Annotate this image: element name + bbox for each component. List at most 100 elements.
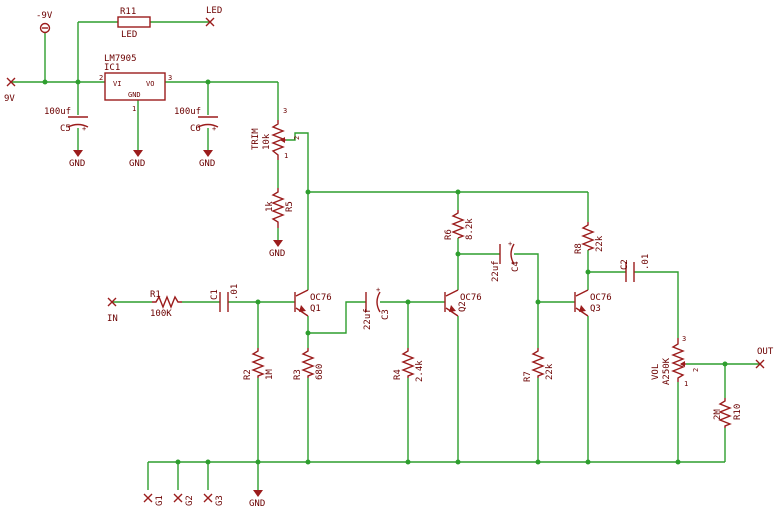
port-led[interactable]: LED	[205, 6, 222, 27]
ic1-vo: VO	[146, 80, 154, 88]
resistor-r10: 2M R10	[713, 398, 743, 428]
g1-label: G1	[155, 495, 165, 506]
r3-ref: R3	[293, 369, 303, 380]
r6-value: 8.2k	[465, 218, 475, 240]
resistor-r7: R7 22k	[523, 348, 555, 382]
capacitor-c5: + 100uf C5	[44, 107, 89, 134]
c4-ref: C4	[511, 261, 521, 272]
port-g1[interactable]: G1	[143, 493, 165, 506]
gnd-symbol-main: GND	[249, 490, 265, 509]
svg-text:+: +	[212, 125, 216, 133]
trimpot-trim: TRIM 10k 3 1 2	[251, 107, 301, 160]
potentiometer-vol: VOL A250K 3 1 2	[651, 335, 700, 388]
transistor-q2: OC76 Q2	[444, 289, 482, 317]
svg-text:+: +	[376, 286, 380, 294]
resistor-r1: R1 100K	[150, 290, 182, 319]
resistor-r11: R11 LED	[117, 7, 151, 40]
g2-label: G2	[185, 495, 195, 506]
r4-ref: R4	[393, 369, 403, 380]
q3-ref: Q3	[590, 304, 601, 314]
port-9v-input[interactable]: 9V	[4, 77, 16, 104]
led-port-label: LED	[206, 6, 222, 16]
c3-value: 22uf	[363, 308, 373, 330]
r5-ref: R5	[285, 201, 295, 212]
q1-part: OC76	[310, 293, 332, 303]
ic1-pin2: 2	[99, 74, 103, 82]
svg-text:GND: GND	[69, 159, 85, 169]
trim-pin2: 2	[293, 136, 301, 140]
q2-part: OC76	[460, 293, 482, 303]
trim-pin3: 3	[283, 107, 287, 115]
out-port-label: OUT	[757, 347, 774, 357]
resistor-r5: 1k R5	[265, 188, 295, 228]
c6-value: 100uf	[174, 107, 201, 117]
junctions	[42, 79, 728, 465]
vol-pin2: 2	[692, 368, 700, 372]
svg-text:+: +	[508, 240, 512, 248]
vol-pin3: 3	[682, 335, 686, 343]
trim-ref: TRIM	[251, 128, 261, 150]
r7-value: 22k	[545, 363, 555, 380]
r2-ref: R2	[243, 369, 253, 380]
ic1-pin1: 1	[132, 105, 136, 113]
r7-ref: R7	[523, 371, 533, 382]
vol-value: A250K	[662, 357, 672, 385]
gnd-symbol-ic1: GND	[129, 150, 145, 169]
resistor-r4: R4 2.4k	[393, 348, 425, 382]
r5-value: 1k	[265, 201, 275, 212]
c2-ref: C2	[620, 259, 630, 270]
c1-ref: C1	[210, 289, 220, 300]
trim-value: 10k	[262, 133, 272, 150]
r2-value: 1M	[265, 369, 275, 380]
in9v-label: 9V	[4, 94, 15, 104]
port-g3[interactable]: G3	[203, 493, 225, 506]
q3-part: OC76	[590, 293, 612, 303]
ic1-ref: IC1	[104, 63, 120, 73]
port-in[interactable]: IN	[107, 297, 118, 324]
capacitor-c3: + 22uf C3	[363, 286, 391, 330]
c2-value: .01	[641, 254, 651, 270]
r11-ref: R11	[120, 7, 136, 17]
port-g2[interactable]: G2	[173, 493, 195, 506]
resistor-r3: R3 680	[293, 348, 325, 380]
vol-ref: VOL	[651, 364, 661, 380]
c6-ref: C6	[190, 124, 201, 134]
trim-pin1: 1	[284, 152, 288, 160]
resistor-r6: R6 8.2k	[444, 210, 475, 240]
in-port-label: IN	[107, 314, 118, 324]
svg-text:+: +	[82, 125, 86, 133]
ic1-pin3: 3	[168, 74, 172, 82]
capacitor-c6: + 100uf C6	[174, 107, 219, 134]
r1-ref: R1	[150, 290, 161, 300]
supply-neg9v-symbol: -9V	[36, 11, 53, 34]
ic1-vi: VI	[113, 80, 121, 88]
r10-value: 2M	[713, 409, 723, 420]
r8-value: 22k	[595, 235, 605, 252]
resistor-r8: R8 22k	[574, 222, 605, 254]
r3-value: 680	[315, 364, 325, 380]
c4-value: 22uf	[491, 260, 501, 282]
neg9v-label: -9V	[36, 11, 53, 21]
svg-text:GND: GND	[269, 249, 285, 259]
c5-value: 100uf	[44, 107, 71, 117]
r4-value: 2.4k	[415, 360, 425, 382]
svg-text:GND: GND	[199, 159, 215, 169]
capacitor-c1: C1 .01	[210, 284, 240, 312]
svg-text:GND: GND	[129, 159, 145, 169]
gnd-symbol-c6: GND	[199, 150, 215, 169]
transistor-q3: OC76 Q3	[574, 289, 612, 317]
r6-ref: R6	[444, 229, 454, 240]
capacitor-c2: C2 .01	[620, 254, 651, 282]
r11-value: LED	[121, 30, 137, 40]
c3-ref: C3	[381, 309, 391, 320]
c1-value: .01	[230, 284, 240, 300]
port-out[interactable]: OUT	[755, 347, 774, 369]
ic1-regulator: LM7905 IC1 VI VO GND 2 3 1	[99, 54, 172, 113]
wires	[12, 21, 760, 490]
r8-ref: R8	[574, 243, 584, 254]
resistor-r2: R2 1M	[243, 348, 275, 380]
r1-value: 100K	[150, 309, 172, 319]
capacitor-c4: + 22uf C4	[491, 240, 521, 282]
q2-ref: Q2	[458, 301, 468, 312]
